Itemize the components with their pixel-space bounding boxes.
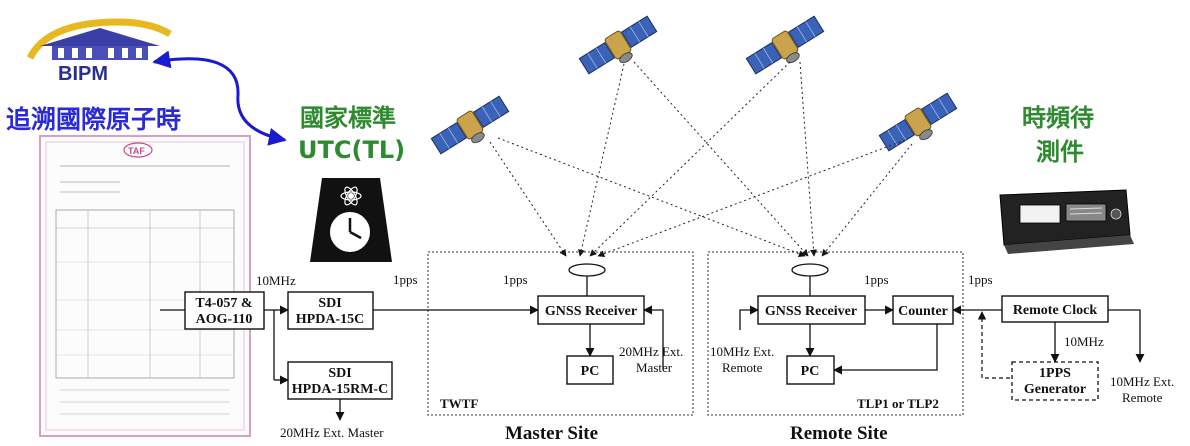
national-standard-heading: 國家標準 xyxy=(300,104,396,132)
t4-box: T4-057 & AOG-110 xyxy=(184,291,265,330)
pps-label-remote-clock: 1pps xyxy=(968,272,993,287)
remote-site-label: Remote Site xyxy=(790,423,888,444)
counter-label: Counter xyxy=(898,304,948,319)
ext-master-label-line2: Master xyxy=(636,360,673,375)
taf-badge xyxy=(123,142,153,158)
remote-site-frame xyxy=(707,251,964,416)
generator-label-line1: 1PPS xyxy=(1039,366,1071,381)
t4-label-line2: AOG-110 xyxy=(196,312,253,327)
atomic-clock-icon xyxy=(310,178,392,262)
pc-remote-box: PC xyxy=(786,355,835,385)
ext-remote-clock-label-line1: 10MHz Ext. xyxy=(1110,374,1174,389)
pc-master-label: PC xyxy=(581,364,600,379)
taf-badge-text: TAF xyxy=(128,146,145,156)
bipm-logo: BIPM xyxy=(26,18,172,85)
pps-label-master-rx: 1pps xyxy=(503,272,528,287)
logo-roof xyxy=(40,28,160,46)
pps-feedback-line xyxy=(977,311,1010,379)
counter-box: Counter xyxy=(892,295,954,325)
satellite-icon-3 xyxy=(743,12,830,84)
trace-heading: 追溯國際原子時 xyxy=(6,105,181,134)
master-site-frame xyxy=(427,251,694,416)
tenmhz-label: 10MHz xyxy=(256,273,296,288)
sdi-hpda15c-box: SDI HPDA-15C xyxy=(287,291,374,330)
taf-certificate: TAF xyxy=(39,135,251,437)
remote-clock-box: Remote Clock xyxy=(1001,295,1109,323)
ext-remote-clock-label-line2: Remote xyxy=(1122,390,1163,405)
utc-tl-heading: UTC(TL) xyxy=(298,136,405,164)
logo-building xyxy=(52,46,148,60)
gnss-receiver-master-box: GNSS Receiver xyxy=(537,295,645,325)
gnss-remote-label: GNSS Receiver xyxy=(765,304,857,319)
satellite-icon-4 xyxy=(876,89,963,161)
generator-label-line2: Generator xyxy=(1024,382,1086,397)
sdi2-label-line2: HPDA-15RM-C xyxy=(292,382,388,397)
tenmhz-generator-label: 10MHz xyxy=(1064,334,1104,349)
master-site-label: Master Site xyxy=(505,423,598,444)
pps-label-left: 1pps xyxy=(393,272,418,287)
ext-remote-label-line1: 10MHz Ext. xyxy=(710,344,774,359)
tlp-label: TLP1 or TLP2 xyxy=(857,396,939,411)
traceability-arrow xyxy=(152,50,287,146)
pps-generator-box: 1PPS Generator xyxy=(1011,361,1099,401)
frequency-counter-icon xyxy=(999,189,1134,254)
ext-remote-label-line2: Remote xyxy=(722,360,763,375)
remote-antenna-icon xyxy=(791,263,829,277)
connections xyxy=(160,305,1145,421)
ext-master-label-line1: 20MHz Ext. xyxy=(619,344,683,359)
satellite-icon-2 xyxy=(576,12,663,84)
gnss-master-label: GNSS Receiver xyxy=(545,304,637,319)
pps-label-counter: 1pps xyxy=(864,272,889,287)
sdi-hpda15rmc-box: SDI HPDA-15RM-C xyxy=(287,361,393,400)
logo-arc xyxy=(26,18,172,60)
remote-clock-label: Remote Clock xyxy=(1013,303,1098,318)
dut-heading-line2: 測件 xyxy=(1036,138,1084,166)
ext-master-bottom-label: 20MHz Ext. Master xyxy=(280,425,384,440)
logo-text: BIPM xyxy=(58,63,108,85)
satellite-signal-lines xyxy=(489,61,913,258)
t4-label-line1: T4-057 & xyxy=(195,296,252,311)
satellite-icon-1 xyxy=(428,92,515,164)
pc-remote-label: PC xyxy=(801,364,820,379)
gnss-receiver-remote-box: GNSS Receiver xyxy=(757,295,866,325)
twtf-label: TWTF xyxy=(440,396,478,411)
pc-master-box: PC xyxy=(566,355,614,385)
dut-heading-line1: 時頻待 xyxy=(1022,104,1094,132)
sdi1-label-line1: SDI xyxy=(318,296,341,311)
master-antenna-icon xyxy=(568,263,606,277)
sdi2-label-line1: SDI xyxy=(328,366,351,381)
sdi1-label-line2: HPDA-15C xyxy=(296,312,364,327)
